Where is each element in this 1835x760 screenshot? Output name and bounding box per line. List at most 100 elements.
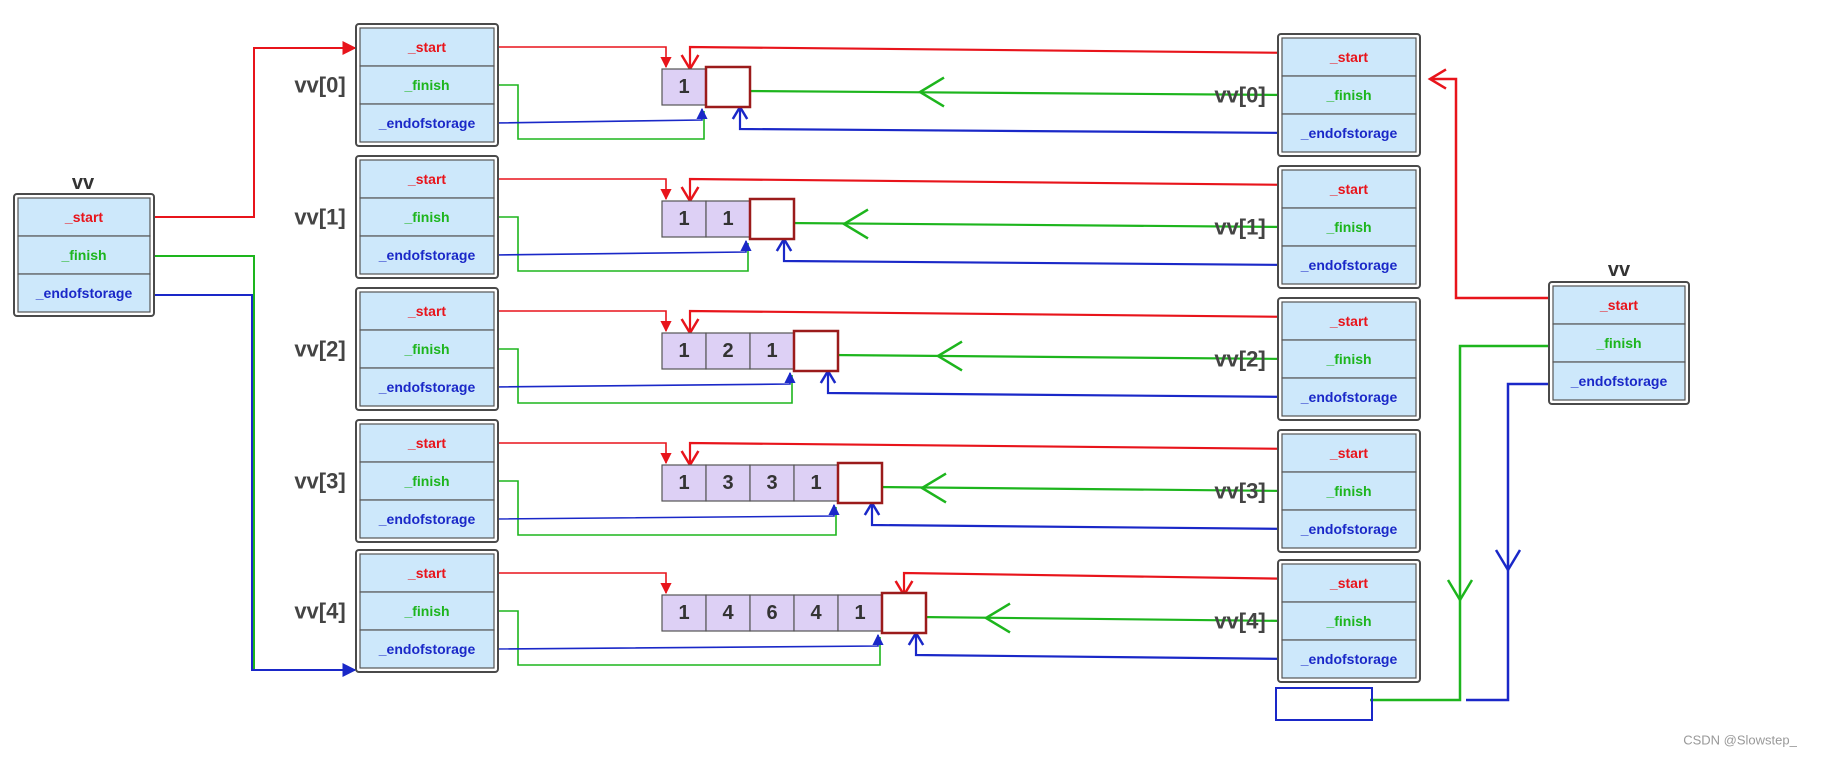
row1-cell-value: 1: [678, 208, 689, 230]
row4-right-finish-chevron: [983, 602, 1011, 634]
structures: [13, 23, 1690, 721]
row4-right-finish-pointer: [917, 615, 1291, 623]
row0-right-struct-finish-label: _finish: [1325, 87, 1371, 103]
row3-left-struct-start-field: [359, 423, 495, 463]
row0-left-struct-start-field: [359, 27, 495, 67]
row0-cell-value: 1: [678, 76, 689, 98]
row4-left-struct-finish-label: _finish: [403, 603, 449, 619]
row0-left-struct-finish-label: _finish: [403, 77, 449, 93]
row4-left-struct-start-label: _start: [407, 565, 446, 581]
row4-right-label: vv[4]: [1214, 609, 1265, 634]
row3-left-struct-endofstorage-field: [359, 499, 495, 539]
row2-cell: [661, 332, 707, 370]
row4-left-struct-endofstorage-label: _endofstorage: [378, 641, 476, 657]
row3-cell-value: 3: [766, 472, 777, 494]
row3-cell-value: 1: [678, 472, 689, 494]
row2-right-finish-pointer: [829, 353, 1291, 361]
row2-right-endofstorage-pointer: [826, 373, 1297, 399]
row1-right-struct-start-label: _start: [1329, 181, 1368, 197]
left-vv-endofstorage-field: [17, 273, 151, 313]
row3-right-struct-finish-label: _finish: [1325, 483, 1371, 499]
row1-left-endofstorage-pointer: [493, 239, 752, 256]
row3-left-start-pointer: [494, 442, 672, 465]
row0-left-start-pointer: [494, 46, 672, 69]
row2-left-endofstorage-pointer: [493, 371, 796, 388]
row0-left-struct-endofstorage-field: [359, 103, 495, 143]
row4-left-endofstorage-pointer: [493, 633, 884, 650]
row4-left-struct-endofstorage-field: [359, 629, 495, 669]
row2-left-struct-start-label: _start: [407, 303, 446, 319]
row1-right-struct-finish-label: _finish: [1325, 219, 1371, 235]
row1-left-finish-pointer: [494, 216, 749, 272]
right-vv-finish-label: _finish: [1595, 335, 1641, 351]
row4-right-struct-finish-label: _finish: [1325, 613, 1371, 629]
row0-right-struct-endofstorage-field: [1281, 113, 1417, 153]
row4-cell: [749, 594, 795, 632]
row1-right-struct-start-field: [1281, 169, 1417, 209]
left-vv-start-label: _start: [64, 209, 103, 225]
row4-left-finish-pointer: [494, 610, 881, 666]
row0-right-struct-endofstorage-label: _endofstorage: [1300, 125, 1398, 141]
row3-right-finish-pointer: [873, 485, 1291, 493]
row2-right-struct-endofstorage-label: _endofstorage: [1300, 389, 1398, 405]
pointer-lines: [150, 41, 1553, 702]
row1-right-endofstorage-pointer: [782, 241, 1297, 267]
row4-right-struct-endofstorage-label: _endofstorage: [1300, 651, 1398, 667]
row0-left-struct-finish-field: [359, 65, 495, 105]
row4-cell: [661, 594, 707, 632]
row2-end-slot: [792, 329, 840, 373]
row3-left-label: vv[3]: [294, 469, 345, 494]
row1-cell: [661, 200, 707, 238]
labels: _start_finish_endofstoragevv_start_finis…: [35, 39, 1798, 748]
right-vv-finish-pointer: [1370, 344, 1553, 702]
row1-right-label: vv[1]: [1214, 215, 1265, 240]
row3-right-struct-finish-field: [1281, 471, 1417, 511]
row4-cell-value: 1: [854, 602, 865, 624]
row1-left-struct-start-label: _start: [407, 171, 446, 187]
left-vv-finish-field: [17, 235, 151, 275]
left-vv-title: vv: [72, 172, 95, 194]
row2-right-struct-finish-label: _finish: [1325, 351, 1371, 367]
right-vv-finish-chevron: [1446, 579, 1474, 603]
row3-right-struct-endofstorage-label: _endofstorage: [1300, 521, 1398, 537]
row0-right-struct-start-field: [1281, 37, 1417, 77]
row3-cell-value: 1: [810, 472, 821, 494]
left-vv-endofstorage-pointer: [150, 294, 357, 677]
row2-cell-value: 1: [678, 340, 689, 362]
row0-right-finish-chevron: [917, 76, 945, 108]
row2-left-struct-finish-field: [359, 329, 495, 369]
row3-right-finish-chevron: [919, 472, 947, 504]
left-vv-endofstorage-label: _endofstorage: [35, 285, 133, 301]
row2-left-struct-endofstorage-label: _endofstorage: [378, 379, 476, 395]
row4-cell: [705, 594, 751, 632]
right-vv-finish-field: [1552, 323, 1686, 363]
row0-right-start-pointer: [688, 45, 1305, 67]
row3-end-slot: [836, 461, 884, 505]
row3-cell: [793, 464, 839, 502]
row2-left-struct-start-field: [359, 291, 495, 331]
right-vv-title: vv: [1608, 259, 1631, 281]
row2-cell: [749, 332, 795, 370]
row1-left-struct-start-field: [359, 159, 495, 199]
row0-right-finish-pointer: [741, 89, 1291, 97]
right-vv-start-pointer: [1432, 77, 1553, 300]
left-vv-start-pointer: [150, 41, 357, 218]
row4-left-label: vv[4]: [294, 599, 345, 624]
left-vv-start-field: [17, 197, 151, 237]
row2-right-finish-chevron: [935, 340, 963, 372]
row4-cell-value: 4: [722, 602, 734, 624]
row2-cell-value: 1: [766, 340, 777, 362]
row4-right-struct-start-field: [1281, 563, 1417, 603]
row1-right-start-pointer: [688, 177, 1305, 199]
row1-left-start-pointer: [494, 178, 672, 201]
row1-right-struct-finish-field: [1281, 207, 1417, 247]
row3-cell: [661, 464, 707, 502]
row3-left-endofstorage-pointer: [493, 503, 840, 520]
row0-left-finish-pointer: [494, 84, 705, 140]
right-vv-start-chevron: [1427, 68, 1447, 90]
right-vv-endofstorage-field: [1552, 361, 1686, 401]
row0-left-struct-endofstorage-label: _endofstorage: [378, 115, 476, 131]
row0-right-struct-start-label: _start: [1329, 49, 1368, 65]
row4-left-start-pointer: [494, 572, 672, 595]
row0-left-endofstorage-pointer: [493, 107, 708, 124]
